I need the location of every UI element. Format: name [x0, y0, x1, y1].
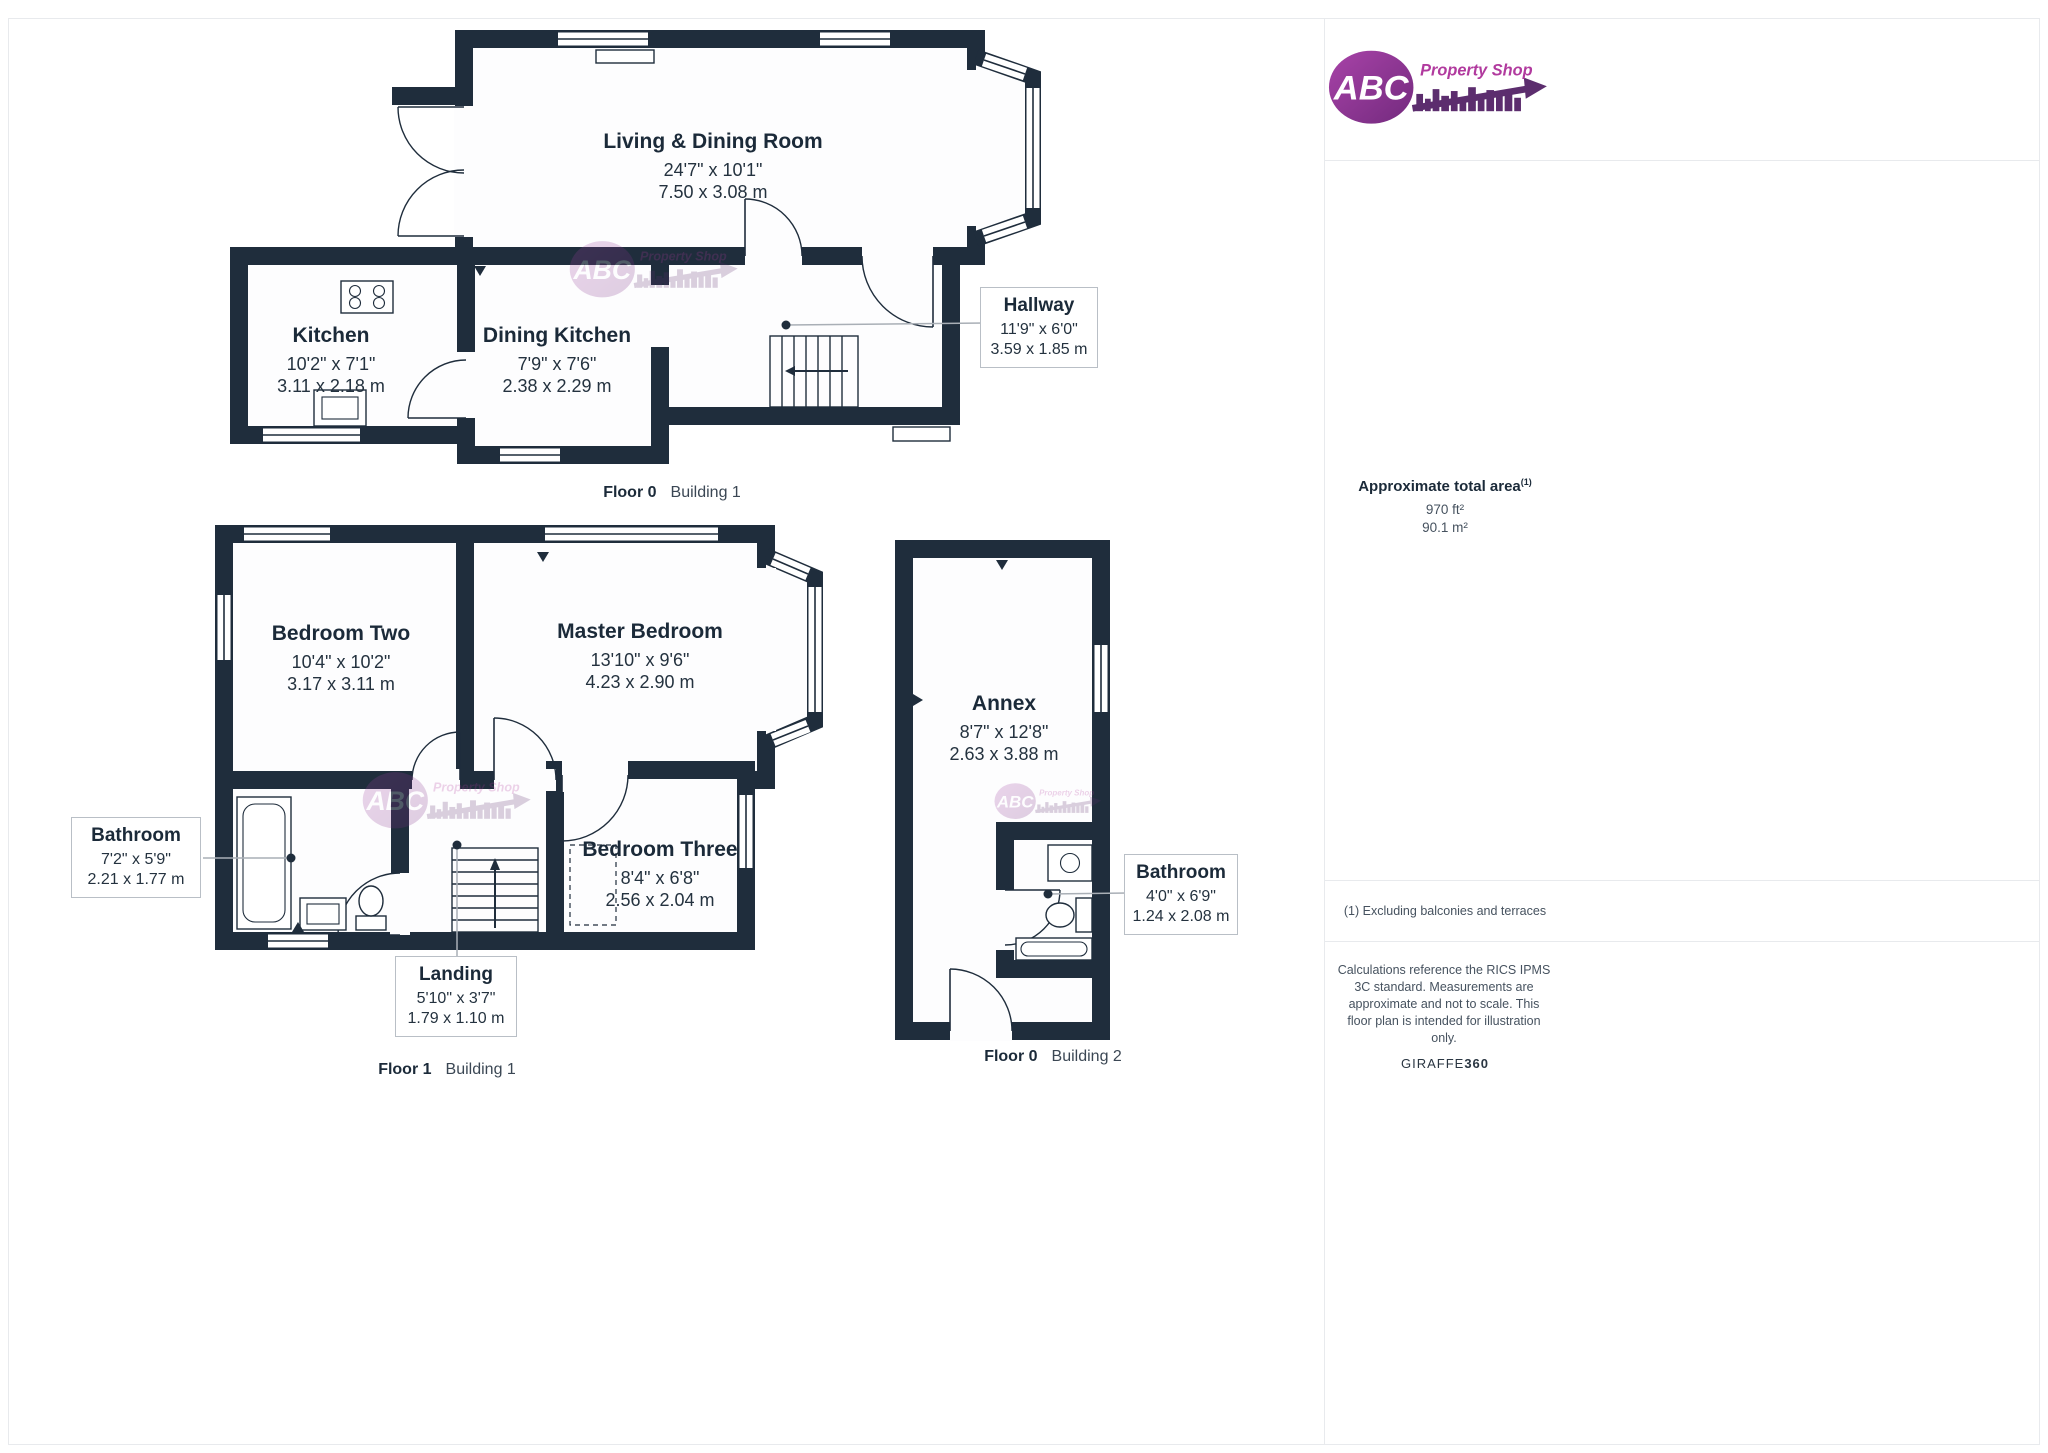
- bathroom-partition-wall: [996, 822, 1101, 840]
- wall-unit-icon: [595, 49, 655, 64]
- total-area-title: Approximate total area(1): [1358, 477, 1532, 495]
- area-footnote: (1) Excluding balconies and terraces: [1343, 904, 1547, 918]
- bedroom-two-label: Bedroom Two 10'4" x 10'2" 3.17 x 3.11 m: [271, 622, 411, 694]
- bay-window: [770, 719, 811, 747]
- disclaimer-text: Calculations reference the RICS IPMS 3C …: [1337, 963, 1551, 1045]
- bath-icon: [1015, 937, 1093, 961]
- sink-icon: [1047, 844, 1093, 882]
- landing-anchor-dot: [452, 840, 462, 850]
- door-openings: [950, 890, 1015, 1041]
- window-icons: [263, 32, 1040, 462]
- hallway-anchor-dot: [781, 320, 791, 330]
- bay-window: [770, 553, 811, 580]
- door-icon: [407, 359, 467, 419]
- front-door-icon: [861, 255, 934, 328]
- annex-label: Annex 8'7" x 12'8" 2.63 x 3.88 m: [949, 692, 1059, 764]
- bathroom-anchor-dot: [286, 853, 296, 863]
- door-icon: [744, 198, 803, 257]
- bathroom-leader-line: [1047, 892, 1129, 895]
- door-icon: [493, 717, 557, 781]
- sidebar-divider: [1324, 18, 1325, 1445]
- bathroom-anchor-dot: [1043, 889, 1053, 899]
- living-dining-room-label: Living & Dining Room 24'7" x 10'1" 7.50 …: [603, 130, 823, 202]
- kitchen-label: Kitchen 10'2" x 7'1" 3.11 x 2.18 m: [277, 324, 385, 396]
- total-area-block: Approximate total area(1) 970 ft² 90.1 m…: [1325, 477, 1565, 535]
- hob-icon: [340, 280, 394, 314]
- wardrobe-icon: [569, 844, 617, 926]
- plan-floor1-building1: [203, 525, 823, 960]
- sidebar-divider: [1324, 880, 2040, 881]
- bathroom-partition-wall: [1014, 960, 1101, 978]
- direction-arrow: [474, 266, 486, 276]
- wall-stub: [392, 87, 464, 105]
- door-openings: [454, 70, 986, 418]
- giraffe360-brand: GIRAFFE360: [1400, 1056, 1490, 1071]
- direction-arrow: [292, 922, 304, 932]
- bedroom-three-label: Bedroom Three 8'4" x 6'8" 2.56 x 2.04 m: [582, 838, 738, 910]
- landing-callout: Landing 5'10" x 3'7" 1.79 x 1.10 m: [395, 956, 517, 1037]
- bay-window: [981, 215, 1028, 243]
- page-frame: [8, 18, 2040, 1445]
- direction-arrow: [537, 552, 549, 562]
- door-icon: [561, 774, 629, 842]
- bedroom-three-outline: [546, 761, 755, 950]
- sidebar-divider: [1324, 160, 2040, 161]
- total-area-metric: 90.1 m²: [1422, 520, 1468, 535]
- hallway-leader-line: [785, 322, 986, 326]
- front-door-icon: [949, 968, 1013, 1032]
- toilet-icon: [355, 885, 387, 931]
- bathroom-callout: Bathroom 7'2" x 5'9" 2.21 x 1.77 m: [71, 817, 201, 898]
- stairs-icon: [769, 335, 859, 408]
- toilet-icon: [1045, 897, 1093, 933]
- hallway-callout: Hallway 11'9" x 6'0" 3.59 x 1.85 m: [980, 287, 1098, 368]
- sink-icon: [299, 897, 347, 931]
- direction-arrow: [653, 350, 665, 360]
- door-icons: [397, 106, 934, 419]
- dining-kitchen-label: Dining Kitchen 7'9" x 7'6" 2.38 x 2.29 m: [482, 324, 632, 396]
- porch-step: [892, 426, 951, 442]
- annex-bathroom-callout: Bathroom 4'0" x 6'9" 1.24 x 2.08 m: [1124, 854, 1238, 935]
- bath-icon: [236, 796, 292, 930]
- footnote-marker: (1): [1520, 477, 1532, 487]
- door-icon: [1004, 889, 1061, 946]
- total-area-imperial: 970 ft²: [1425, 502, 1465, 517]
- direction-arrow: [996, 560, 1008, 570]
- master-bedroom-label: Master Bedroom 13'10" x 9'6" 4.23 x 2.90…: [557, 620, 723, 692]
- sink-unit-icon: [313, 389, 367, 427]
- french-door-icon: [397, 169, 465, 237]
- window-icons: [217, 527, 822, 948]
- sidebar-divider: [1324, 941, 2040, 942]
- door-icon: [411, 731, 461, 781]
- stairs-icon: [451, 847, 539, 933]
- direction-arrow: [913, 694, 923, 706]
- door-icons: [949, 889, 1061, 1032]
- plan-floor0-building1: [230, 30, 1041, 464]
- bay-window: [981, 53, 1028, 81]
